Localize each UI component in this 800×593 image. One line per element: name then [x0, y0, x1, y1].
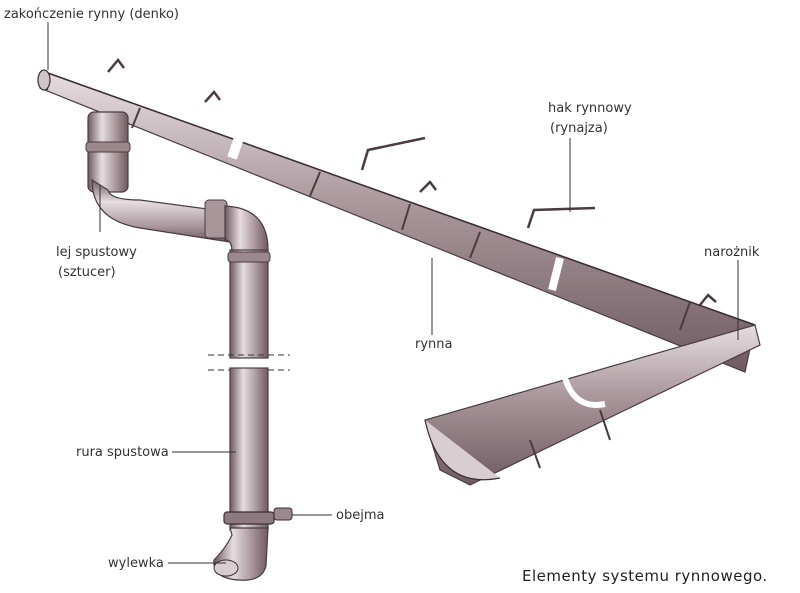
label-hook-2: (rynajza) — [550, 121, 608, 136]
label-downpipe: rura spustowa — [76, 445, 169, 460]
pipe-bracket — [223, 507, 293, 525]
label-corner: narożnik — [704, 245, 760, 260]
gutter-main — [39, 71, 756, 373]
gutter-lower — [424, 324, 761, 486]
label-gutter: rynna — [415, 337, 453, 352]
label-outlet-2: (sztucer) — [58, 265, 116, 280]
label-end-cap: zakończenie rynny (denko) — [4, 7, 179, 22]
label-spout: wylewka — [108, 556, 164, 571]
label-outlet-1: lej spustowy — [56, 245, 137, 260]
gutter-outlet — [85, 111, 269, 253]
end-cap — [37, 69, 51, 91]
figure-caption: Elementy systemu rynnowego. — [522, 567, 768, 585]
downpipe — [208, 249, 290, 531]
label-hook-1: hak rynnowy — [548, 101, 632, 116]
gutter-hooks — [107, 57, 717, 306]
spout — [213, 527, 269, 581]
label-bracket: obejma — [336, 508, 385, 523]
